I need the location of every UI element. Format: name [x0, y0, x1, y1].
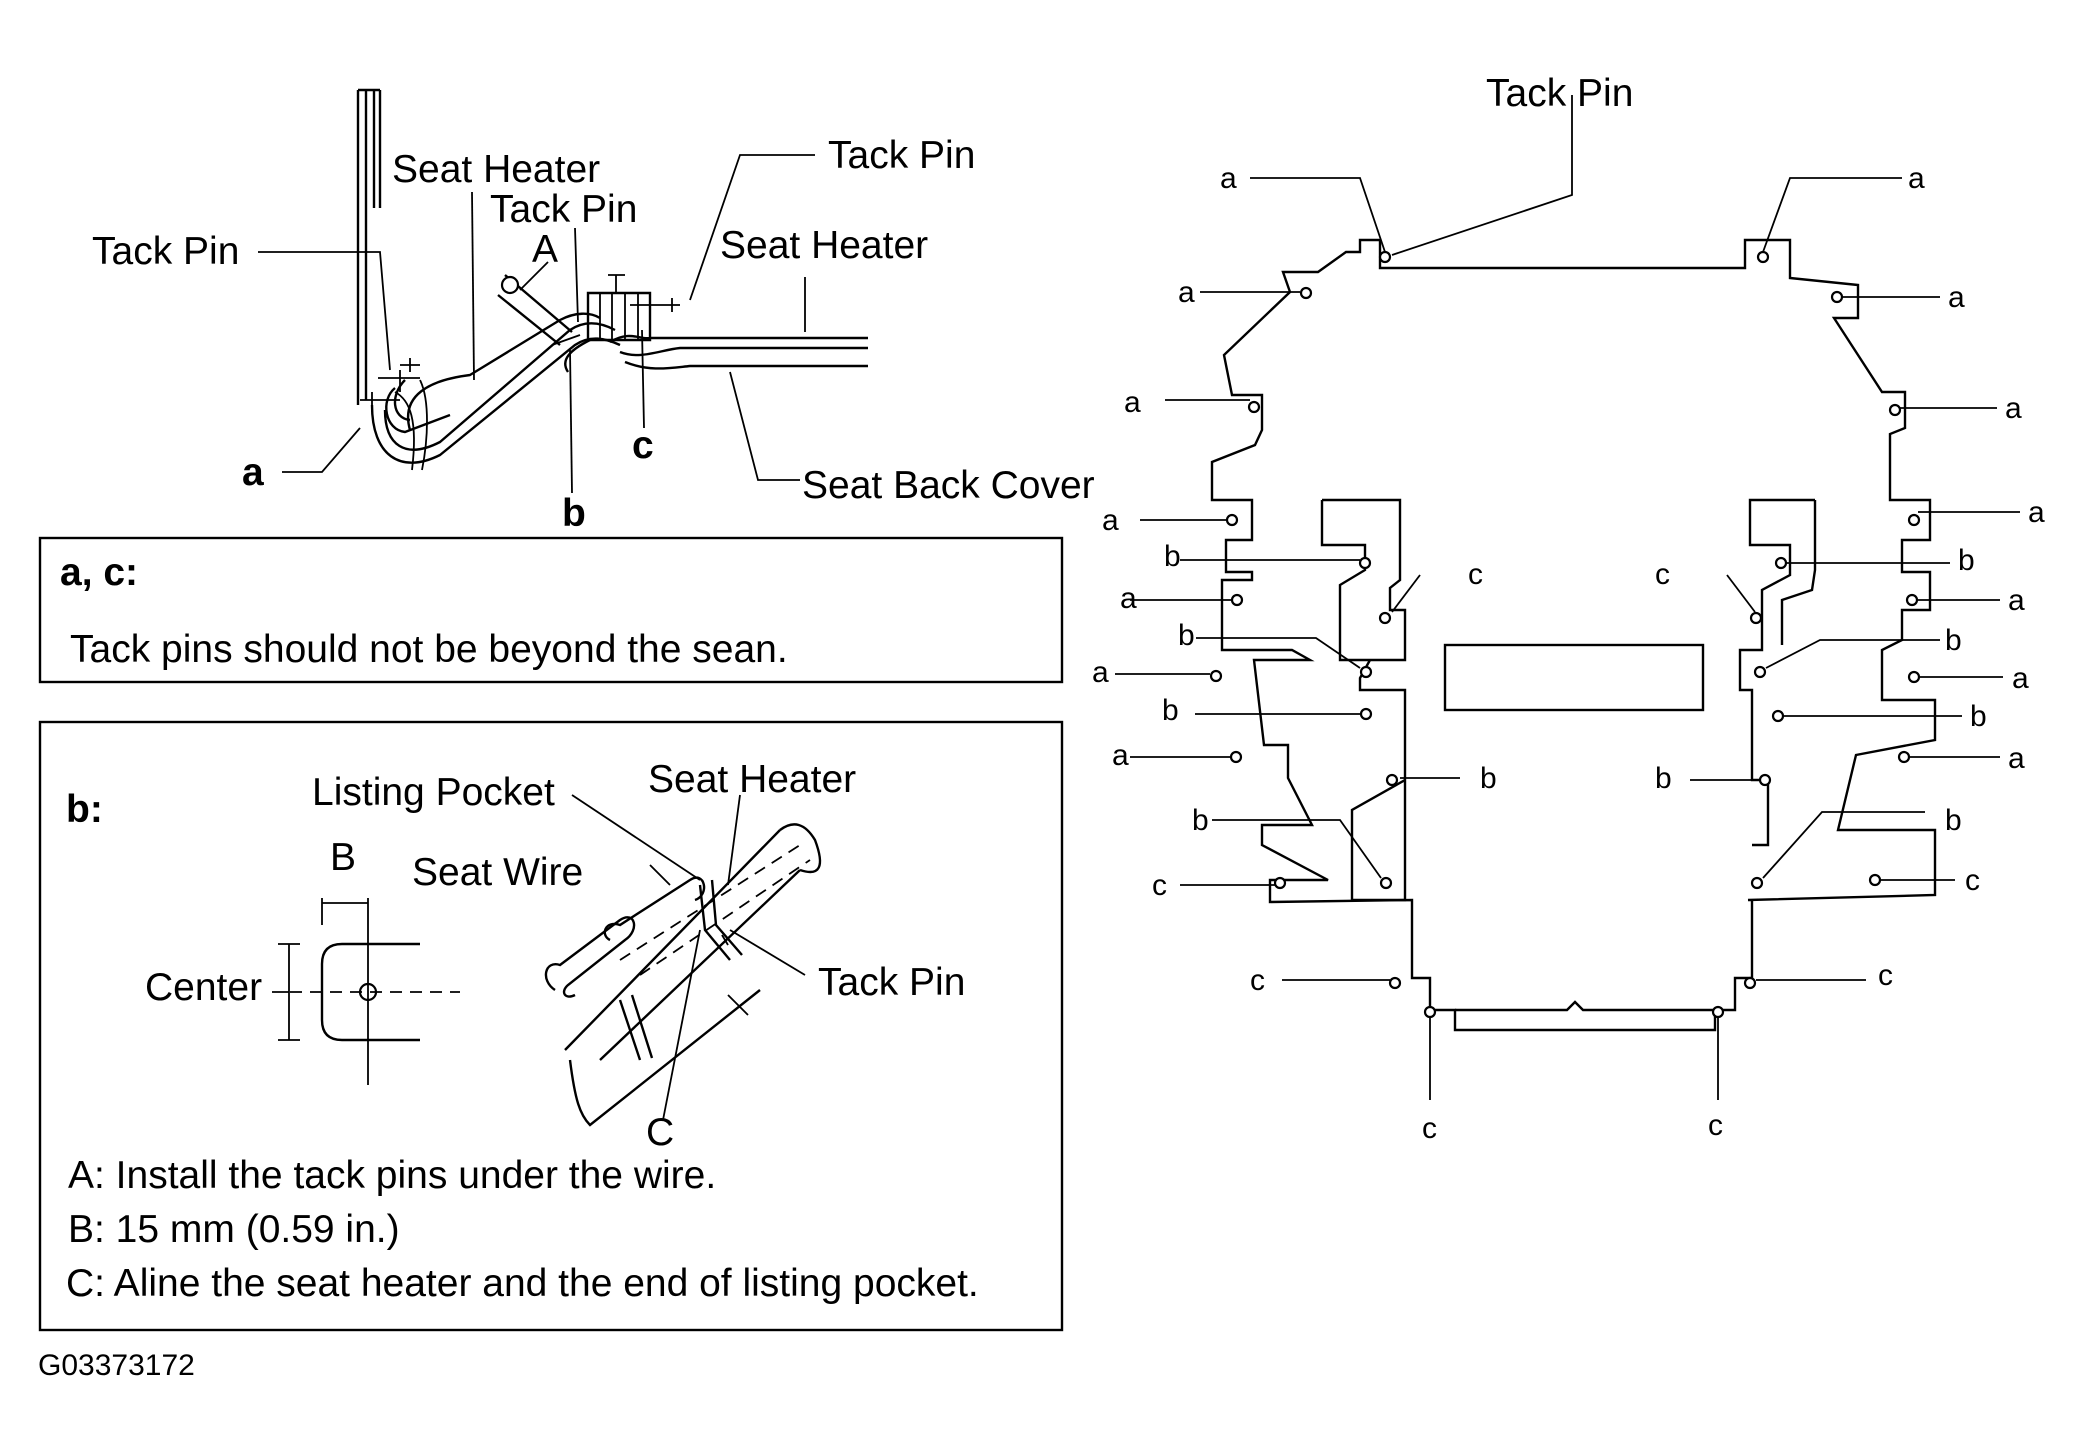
pin-label-a: a: [1112, 739, 1129, 772]
pin-label-a: a: [2005, 392, 2022, 425]
seat-back-cover-label: Seat Back Cover: [802, 464, 1095, 507]
pin-label-c: c: [1965, 864, 1980, 897]
pin-label-a: a: [1092, 656, 1109, 689]
pin-label-c: c: [1250, 964, 1265, 997]
seat-heater-label-right: Seat Heater: [720, 224, 928, 267]
instruction-B: B: 15 mm (0.59 in.): [68, 1208, 400, 1251]
note-ac-heading: a, c:: [60, 551, 138, 594]
label-A: A: [532, 228, 558, 271]
pin-label-b: b: [1164, 540, 1181, 573]
pin-label-c: c: [1422, 1112, 1437, 1145]
instruction-C: C: Aline the seat heater and the end of …: [66, 1262, 979, 1305]
heater-pad-outline: [1210, 238, 1937, 1032]
pin-label-a: a: [1120, 582, 1137, 615]
note-ac-box: [38, 536, 1064, 684]
seat-heater-label-top: Seat Heater: [392, 148, 600, 191]
pin-label-c: c: [1878, 959, 1893, 992]
pin-label-a: a: [1220, 162, 1237, 195]
listing-pocket-figure: [544, 823, 822, 1127]
pin-label-a: a: [1124, 386, 1141, 419]
pin-label-b: b: [1192, 804, 1209, 837]
note-b-box: [38, 720, 1064, 1332]
label-B: B: [330, 836, 356, 879]
tack-pin-label-left: Tack Pin: [92, 230, 239, 273]
label-tack-pin-detail: Tack Pin: [818, 961, 965, 1004]
label-c-callout: c: [632, 424, 654, 467]
pin-label-c: c: [1152, 869, 1167, 902]
label-seat-wire: Seat Wire: [412, 851, 583, 894]
pin-label-b: b: [1178, 619, 1195, 652]
pin-label-c: c: [1468, 558, 1483, 591]
leader-lines: [1115, 95, 2020, 1100]
pin-label-a: a: [2008, 584, 2025, 617]
pin-label-a: a: [1178, 276, 1195, 309]
label-a-callout: a: [242, 451, 264, 494]
pin-label-a: a: [1102, 504, 1119, 537]
instruction-A: A: Install the tack pins under the wire.: [68, 1154, 716, 1197]
label-listing-pocket: Listing Pocket: [312, 771, 555, 814]
cross-section-illustration: [258, 88, 868, 494]
pad-letter-labels: a a a a a a a a b b c c a a b b a a b b …: [1092, 162, 2045, 1145]
pin-label-b: b: [1480, 762, 1497, 795]
center-detail-figure: [272, 898, 460, 1085]
pin-label-c: c: [1655, 558, 1670, 591]
pin-label-b: b: [1655, 762, 1672, 795]
pin-label-b: b: [1958, 544, 1975, 577]
pin-label-b: b: [1970, 700, 1987, 733]
tack-pin-label-mid: Tack Pin: [490, 188, 637, 231]
label-C: C: [646, 1111, 674, 1154]
pin-label-b: b: [1162, 694, 1179, 727]
pin-label-b: b: [1945, 804, 1962, 837]
tack-pin-title: Tack Pin: [1486, 72, 1633, 115]
pin-label-c: c: [1708, 1109, 1723, 1142]
label-seat-heater-detail: Seat Heater: [648, 758, 856, 801]
pin-label-a: a: [2008, 742, 2025, 775]
pin-label-a: a: [2028, 496, 2045, 529]
note-ac-text: Tack pins should not be beyond the sean.: [70, 628, 788, 671]
pin-label-a: a: [1908, 162, 1925, 195]
tack-pin-label-right: Tack Pin: [828, 134, 975, 177]
label-center: Center: [145, 966, 262, 1009]
pin-label-a: a: [2012, 662, 2029, 695]
pin-label-a: a: [1948, 281, 1965, 314]
pin-label-b: b: [1945, 624, 1962, 657]
label-b-callout: b: [562, 492, 586, 535]
figure-id: G03373172: [38, 1349, 195, 1382]
note-b-heading: b:: [66, 788, 103, 831]
